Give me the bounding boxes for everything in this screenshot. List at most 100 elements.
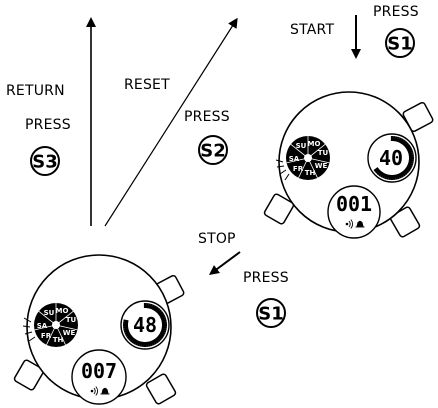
seconds-tick	[127, 335, 134, 341]
seconds-tick	[145, 341, 149, 347]
seconds-tick	[147, 341, 151, 347]
seconds-tick	[408, 158, 414, 162]
watch-bottom-day-we: WE	[63, 329, 76, 337]
seconds-tick	[405, 167, 411, 172]
seconds-tick	[160, 330, 166, 335]
watch-top-seconds-readout: 40	[379, 146, 403, 170]
seconds-tick	[160, 317, 167, 321]
watch-top-day-th: TH	[305, 169, 316, 177]
press-s1-bottom-label: PRESS	[243, 270, 289, 286]
reset-arrow	[104, 17, 238, 227]
s1-top-button-badge: S1	[385, 28, 415, 58]
seconds-tick	[396, 136, 400, 143]
s1-bottom-button-label: S1	[258, 304, 284, 325]
seconds-tick	[156, 335, 163, 341]
watch-top-counter-readout: 001	[336, 192, 372, 216]
seconds-tick	[160, 315, 166, 320]
watch-top-seconds-dial: 40	[367, 133, 417, 183]
sound-icon	[345, 219, 354, 229]
stop-label: STOP	[198, 231, 236, 247]
seconds-tick	[403, 142, 410, 148]
watch-bottom-pusher-lower-right	[145, 373, 177, 405]
seconds-tick	[402, 169, 408, 176]
watch-top-day-su: SU	[296, 142, 307, 150]
seconds-tick	[123, 319, 129, 323]
seconds-tick	[160, 329, 167, 333]
seconds-tick	[161, 327, 167, 331]
seconds-tick	[378, 171, 383, 177]
watch-top-counter-dial: 001	[327, 185, 381, 239]
start-label: START	[290, 22, 334, 38]
seconds-tick	[161, 321, 167, 325]
seconds-tick	[407, 163, 413, 168]
seconds-tick	[126, 334, 132, 339]
seconds-tick	[394, 174, 398, 180]
seconds-tick	[408, 154, 414, 158]
watch-bottom-counter-readout: 007	[81, 359, 117, 383]
seconds-tick	[149, 340, 153, 347]
watch-top-day-tu: TU	[318, 149, 329, 157]
seconds-tick	[155, 307, 161, 314]
watch-bottom-highlight-marks	[22, 317, 36, 342]
seconds-tick	[133, 339, 138, 345]
seconds-tick	[154, 338, 159, 344]
alarm-bell-icon	[355, 220, 365, 228]
watch-bottom-pusher-lower-left	[13, 359, 45, 391]
seconds-tick	[131, 338, 136, 344]
seconds-tick	[155, 336, 161, 343]
seconds-tick	[401, 139, 406, 145]
seconds-tick	[124, 330, 130, 335]
watch-top-day-sa: SA	[289, 155, 300, 163]
watch-bottom-counter-dial: 007	[71, 349, 127, 405]
seconds-tick	[139, 341, 143, 347]
stop-arrow	[208, 251, 241, 275]
seconds-tick	[147, 303, 151, 309]
seconds-tick	[382, 173, 387, 179]
seconds-tick	[402, 140, 408, 147]
seconds-tick	[137, 340, 141, 347]
press-s2-label: PRESS	[184, 109, 230, 125]
return-label: RETURN	[6, 83, 65, 99]
watch-bottom-day-th: TH	[53, 336, 64, 344]
reset-label: RESET	[124, 77, 170, 93]
press-s1-top-label: PRESS	[373, 4, 419, 20]
s1-bottom-button-badge: S1	[256, 298, 286, 328]
seconds-tick	[150, 304, 155, 310]
s3-button-label: S3	[32, 152, 58, 173]
watch-bottom-day-fr: FR	[41, 332, 52, 340]
seconds-tick	[161, 325, 167, 329]
watch-bottom-day-sa: SA	[37, 322, 48, 330]
seconds-tick	[150, 340, 155, 346]
watch-bottom-day-tu: TU	[66, 316, 77, 324]
seconds-tick	[408, 152, 414, 156]
seconds-tick	[406, 165, 412, 170]
seconds-tick	[397, 173, 402, 179]
seconds-tick	[141, 341, 145, 347]
seconds-tick	[158, 311, 164, 316]
watch-bottom-day-mo: MO	[56, 307, 69, 315]
s1-top-button-label: S1	[387, 34, 413, 55]
seconds-tick	[392, 174, 396, 180]
seconds-tick	[152, 339, 157, 345]
seconds-tick	[156, 309, 163, 315]
seconds-tick	[145, 303, 149, 309]
press-s3-label: PRESS	[25, 117, 71, 133]
s3-button-badge: S3	[30, 146, 60, 176]
seconds-tick	[399, 138, 404, 144]
watch-bottom-day-su: SU	[44, 309, 55, 317]
seconds-tick	[407, 162, 414, 166]
seconds-tick	[396, 173, 400, 180]
watch-top-day-fr: FR	[293, 165, 304, 173]
seconds-tick	[399, 172, 404, 178]
seconds-tick	[374, 168, 381, 174]
seconds-tick	[152, 305, 157, 311]
seconds-tick	[159, 313, 165, 318]
s2-button-label: S2	[200, 141, 226, 162]
seconds-tick	[158, 334, 164, 339]
watch-top-day-dial: SU MO TU WE TH FR SA	[286, 136, 330, 180]
seconds-tick	[408, 160, 414, 164]
watch-top-day-mo: MO	[308, 140, 321, 148]
seconds-tick	[386, 174, 390, 180]
seconds-tick	[135, 340, 140, 346]
